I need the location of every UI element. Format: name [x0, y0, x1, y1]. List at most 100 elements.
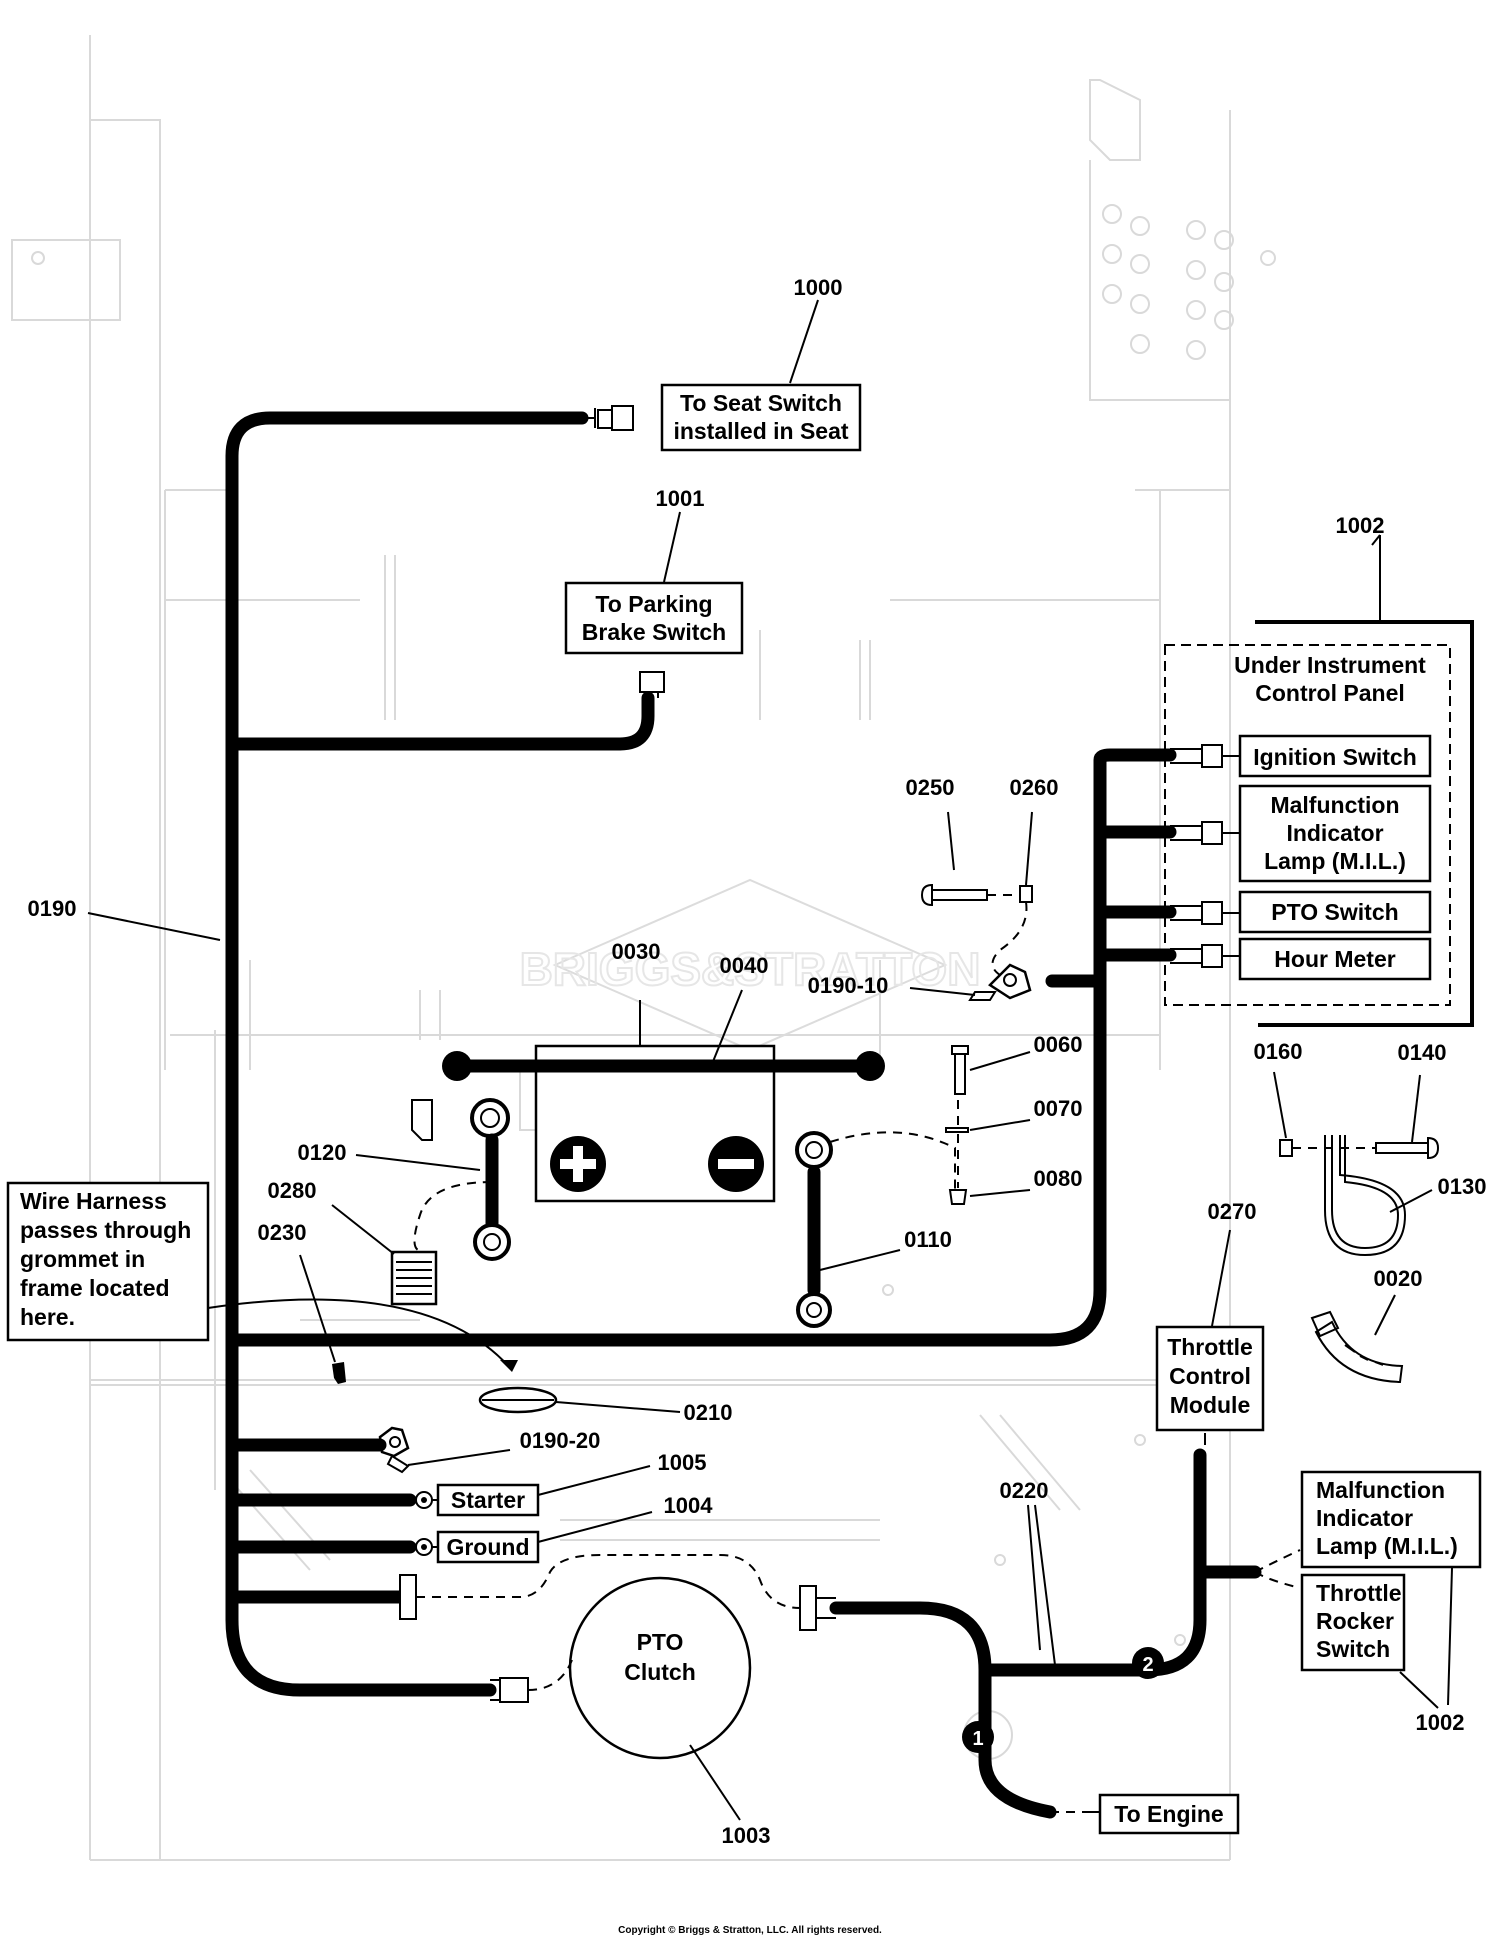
mil-lower-line1: Malfunction: [1316, 1477, 1445, 1503]
negative-cable-0110: [795, 1131, 833, 1328]
mil-panel-box: Malfunction Indicator Lamp (M.I.L.): [1238, 784, 1432, 883]
note-line4: frame located: [20, 1275, 170, 1301]
grommet-0210: [478, 1386, 558, 1414]
clamp-0130: [1324, 1135, 1407, 1257]
ground-label: Ground: [446, 1534, 529, 1560]
pto-switch-label: PTO Switch: [1271, 899, 1398, 925]
callout-1003: 1003: [722, 1823, 771, 1848]
bolt-0250: [920, 883, 988, 907]
pto-connector-left: [399, 1574, 417, 1620]
starter-label: Starter: [451, 1487, 525, 1513]
nut-0160: [1279, 1139, 1293, 1157]
hour-meter-label: Hour Meter: [1274, 946, 1395, 972]
callout-0120: 0120: [298, 1140, 347, 1165]
ignition-switch-label: Ignition Switch: [1253, 744, 1417, 770]
panel-holes: [1102, 204, 1276, 360]
panel-title-line1: Under Instrument: [1234, 652, 1426, 678]
pto-clutch-line2: Clutch: [624, 1659, 696, 1685]
callout-0070: 0070: [1034, 1096, 1083, 1121]
cable-tie-0020: [1310, 1310, 1404, 1384]
callout-1001: 1001: [656, 486, 705, 511]
mil-panel-line3: Lamp (M.I.L.): [1264, 848, 1406, 874]
ground-label-box: Ground: [436, 1530, 540, 1564]
callout-0190-20: 0190-20: [520, 1428, 601, 1453]
callout-0140: 0140: [1398, 1040, 1447, 1065]
clip-0230: [332, 1362, 346, 1384]
hold-down-bar-0040: [442, 1051, 885, 1081]
parking-brake-line1: To Parking: [595, 591, 712, 617]
throttle-rocker-box: Throttle Rocker Switch: [1300, 1573, 1406, 1672]
callout-0260: 0260: [1010, 775, 1059, 800]
pto-clutch-connector: [490, 1677, 529, 1703]
ground-terminal: [410, 1538, 438, 1556]
callout-0060: 0060: [1034, 1032, 1083, 1057]
callout-0080: 0080: [1034, 1166, 1083, 1191]
parking-brake-connector: [639, 671, 665, 698]
note-line5: here.: [20, 1304, 75, 1330]
callout-0270: 0270: [1208, 1199, 1257, 1224]
callout-0280: 0280: [268, 1178, 317, 1203]
note-line2: passes through: [20, 1217, 191, 1243]
throttle-module-line2: Control: [1169, 1363, 1251, 1389]
parking-brake-line2: Brake Switch: [582, 619, 726, 645]
callout-0250: 0250: [906, 775, 955, 800]
terminal-0190-10: [968, 963, 1032, 1001]
callout-0220: 0220: [1000, 1478, 1049, 1503]
callout-1004: 1004: [664, 1493, 714, 1518]
throttle-module-line1: Throttle: [1167, 1334, 1253, 1360]
nut-0260: [1019, 885, 1033, 903]
wire-harness-note-box: Wire Harness passes through grommet in f…: [6, 1181, 210, 1342]
callout-0210: 0210: [684, 1400, 733, 1425]
callout-1002-lower: 1002: [1416, 1710, 1465, 1735]
starter-terminal: [410, 1491, 438, 1509]
marker-2-text: 2: [1142, 1654, 1153, 1676]
battery-negative-icon: [708, 1136, 764, 1192]
pto-clutch: PTO Clutch: [568, 1576, 752, 1760]
to-engine-label: To Engine: [1114, 1801, 1223, 1827]
marker-2: 2: [1132, 1647, 1164, 1679]
throttle-rocker-line3: Switch: [1316, 1636, 1390, 1662]
marker-1: 1: [962, 1721, 994, 1753]
nut-0080: [948, 1189, 968, 1205]
terminal-0190-20: [378, 1426, 410, 1474]
panel-dashed-box: [1164, 644, 1451, 1006]
callout-0110: 0110: [904, 1227, 952, 1252]
mil-lower-box: Malfunction Indicator Lamp (M.I.L.): [1300, 1470, 1482, 1569]
parking-brake-label-box: To Parking Brake Switch: [564, 581, 744, 655]
note-line1: Wire Harness: [20, 1188, 167, 1214]
throttle-module-box: Throttle Control Module: [1155, 1325, 1265, 1432]
callout-0130: 0130: [1438, 1174, 1487, 1199]
callout-0040: 0040: [720, 953, 769, 978]
screw-0140: [1375, 1136, 1440, 1160]
panel-bracket: [1255, 620, 1474, 1027]
to-engine-label-box: To Engine: [1098, 1793, 1240, 1835]
positive-cable-0120: [411, 1098, 511, 1261]
terminal-cover-0280: [390, 1250, 438, 1306]
note-line3: grommet in: [20, 1246, 145, 1272]
callout-0230: 0230: [258, 1220, 307, 1245]
throttle-rocker-line2: Rocker: [1316, 1608, 1394, 1634]
ignition-switch-box: Ignition Switch: [1238, 734, 1432, 778]
callout-0030: 0030: [612, 939, 661, 964]
panel-connectors: [1170, 744, 1240, 968]
callout-1002-upper: 1002: [1336, 513, 1385, 538]
copyright-text: Copyright © Briggs & Stratton, LLC. All …: [618, 1925, 882, 1936]
battery-positive-icon: [550, 1136, 606, 1192]
washer-0070: [945, 1127, 969, 1133]
marker-1-text: 1: [972, 1728, 983, 1750]
callout-1005: 1005: [658, 1450, 707, 1475]
hour-meter-box: Hour Meter: [1238, 937, 1432, 981]
throttle-module-line3: Module: [1170, 1392, 1251, 1418]
mil-lower-line3: Lamp (M.I.L.): [1316, 1533, 1458, 1559]
seat-switch-connector: [582, 405, 634, 431]
panel-title-line2: Control Panel: [1255, 680, 1405, 706]
callout-0160: 0160: [1254, 1039, 1303, 1064]
chassis-background: [11, 35, 1276, 1861]
callout-0190-10: 0190-10: [808, 973, 889, 998]
seat-switch-line1: To Seat Switch: [680, 390, 842, 416]
mil-lower-line2: Indicator: [1316, 1505, 1413, 1531]
watermark: BRIGGS&STRATTON: [519, 878, 981, 1052]
pto-switch-box: PTO Switch: [1238, 890, 1432, 934]
watermark-text: BRIGGS&STRATTON: [520, 943, 981, 995]
